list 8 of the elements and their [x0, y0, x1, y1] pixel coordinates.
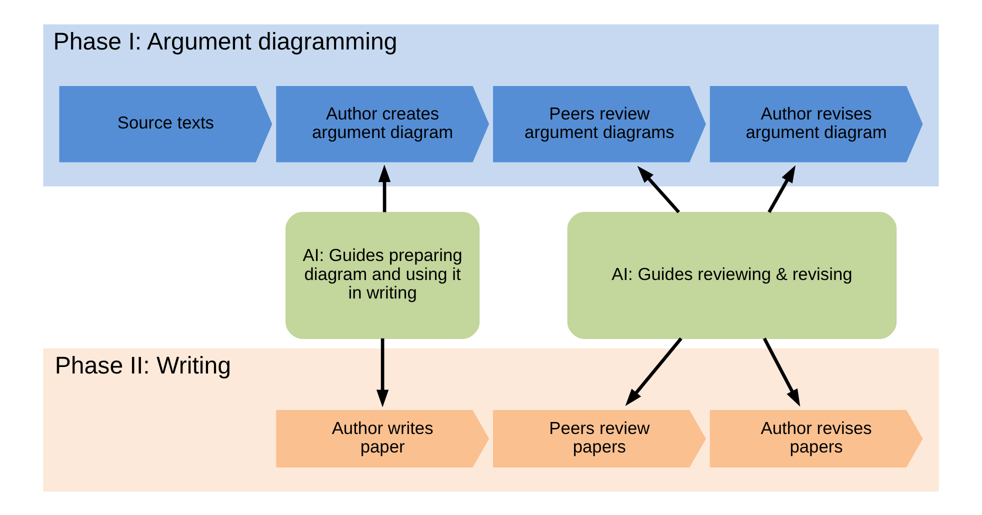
arrow: [376, 338, 389, 407]
arrow: [378, 164, 391, 212]
arrow: [768, 164, 796, 212]
node-box: AI: Guides preparing diagram and using it in writing: [286, 211, 480, 338]
arrow: [625, 336, 682, 406]
arrow: [637, 165, 680, 213]
arrow: [762, 337, 800, 406]
node-box: AI: Guides reviewing & revising: [567, 211, 897, 338]
